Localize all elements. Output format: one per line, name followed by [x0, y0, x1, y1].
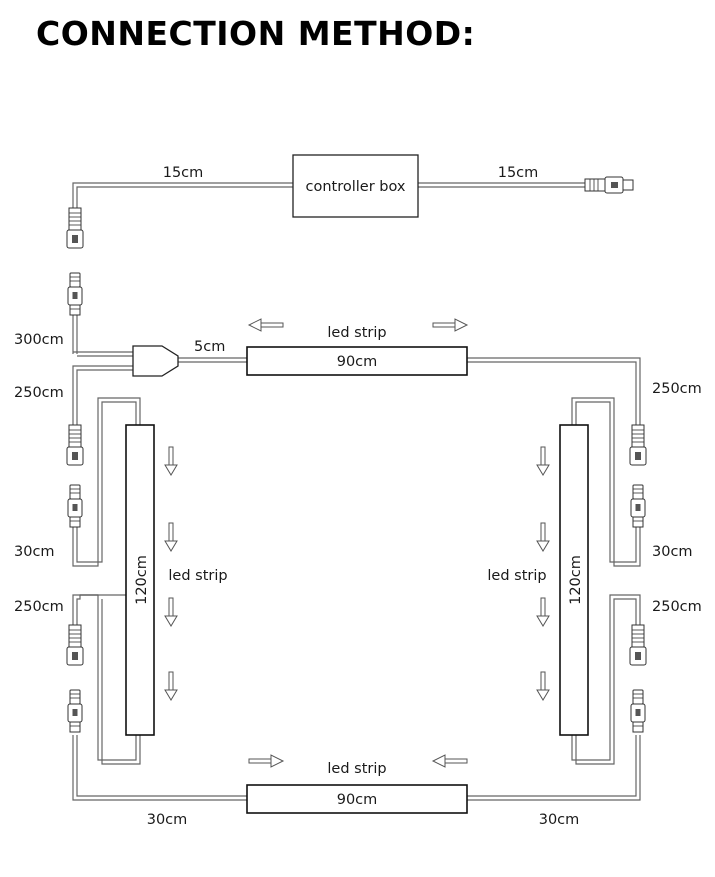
- left-strip-label: led strip: [168, 568, 227, 584]
- left-led-strip: 120cm: [125, 424, 155, 736]
- left-upper-lead-label: 30cm: [14, 544, 55, 560]
- arrow-down-icon: [164, 446, 178, 476]
- controller-output-connector-icon: [584, 176, 634, 194]
- arrow-down-icon: [164, 597, 178, 627]
- arrow-left-icon: [248, 318, 284, 332]
- bottom-right-cable-label: 30cm: [539, 812, 580, 828]
- right-strip-label: led strip: [487, 568, 546, 584]
- main-cable-label: 300cm: [14, 332, 64, 348]
- arrow-down-icon: [536, 522, 550, 552]
- bottom-strip-length: 90cm: [337, 792, 378, 808]
- arrow-down-icon: [164, 522, 178, 552]
- right-upper-ext-label: 250cm: [652, 381, 702, 397]
- controller-box-label: controller box: [306, 179, 406, 195]
- left-upper-connector-icon: [66, 424, 84, 528]
- right-lower-ext-label: 250cm: [652, 599, 702, 615]
- wiring: [72, 182, 641, 801]
- arrow-right-icon: [248, 754, 284, 768]
- top-led-strip: 90cm: [246, 346, 468, 376]
- arrow-down-icon: [164, 671, 178, 701]
- top-strip-length: 90cm: [337, 354, 378, 370]
- right-strip-length: 120cm: [568, 555, 584, 605]
- bottom-left-cable-label: 30cm: [147, 812, 188, 828]
- left-lower-ext-label: 250cm: [14, 599, 64, 615]
- left-strip-length: 120cm: [134, 555, 150, 605]
- right-lower-connector-icon: [629, 624, 647, 733]
- left-lower-connector-icon: [66, 624, 84, 733]
- controller-box: controller box: [292, 154, 419, 218]
- splitter-icon: [132, 345, 179, 377]
- right-led-strip: 120cm: [559, 424, 589, 736]
- arrow-left-icon: [432, 754, 468, 768]
- controller-input-connector-icon: [66, 207, 84, 316]
- right-upper-lead-label: 30cm: [652, 544, 693, 560]
- arrow-down-icon: [536, 446, 550, 476]
- controller-left-cable-label: 15cm: [163, 165, 204, 181]
- arrow-down-icon: [536, 671, 550, 701]
- bottom-led-strip: 90cm: [246, 784, 468, 814]
- bottom-strip-label: led strip: [327, 761, 386, 777]
- page-title: CONNECTION METHOD:: [36, 14, 476, 53]
- arrow-right-icon: [432, 318, 468, 332]
- arrow-down-icon: [536, 597, 550, 627]
- controller-right-cable-label: 15cm: [498, 165, 539, 181]
- left-upper-ext-label: 250cm: [14, 385, 64, 401]
- splitter-cable-label: 5cm: [194, 339, 225, 355]
- right-upper-connector-icon: [629, 424, 647, 528]
- top-strip-label: led strip: [327, 325, 386, 341]
